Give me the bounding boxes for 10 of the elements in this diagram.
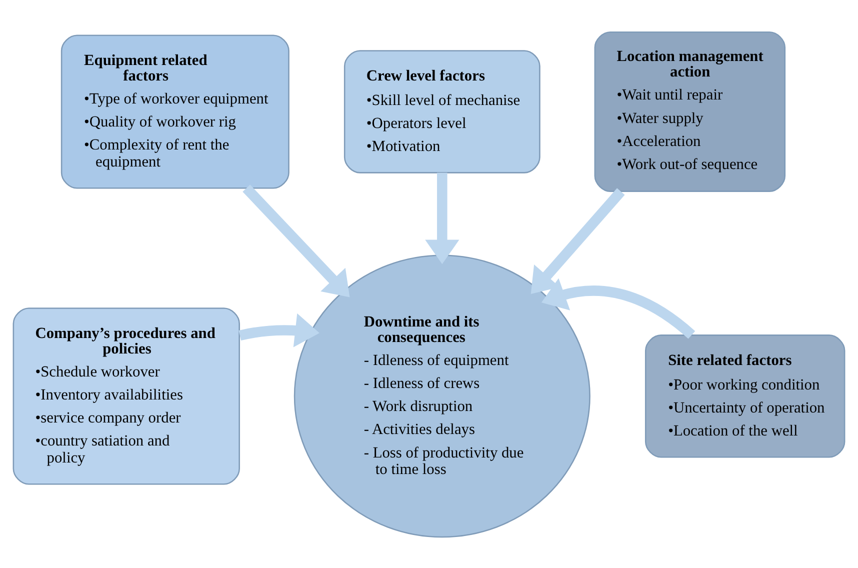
node-box: Location management action •Wait until repair •Water supply •Acceleration •Work out-of sequence: [594, 31, 786, 192]
arrow: [242, 184, 350, 297]
arrow: [238, 312, 320, 347]
node-box: Crew level factors •Skill level of mechanise •Operators level •Motivation: [344, 50, 540, 173]
arrow: [541, 278, 696, 338]
node-box: Company’s procedures and policies •Schedule workover •Inventory availabilities •service company order •country satiation and policy: [12, 307, 240, 484]
arrow: [425, 172, 460, 264]
arrow: [530, 188, 625, 294]
node-box: Equipment related factors •Type of workover equipment •Quality of workover rig •Complexity of rent the equipment: [60, 34, 290, 188]
node-box: Site related factors •Poor working condition •Uncertainty of operation •Location of the well: [644, 334, 846, 458]
